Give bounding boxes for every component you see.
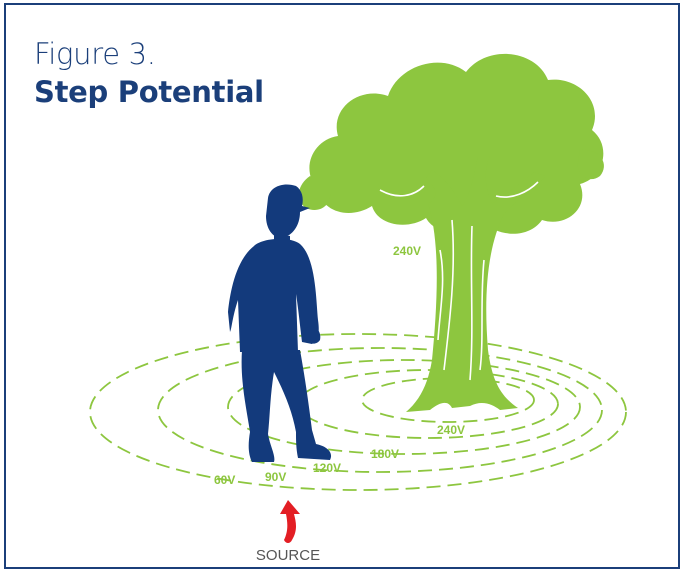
ring-60v xyxy=(89,333,627,491)
source-label: SOURCE xyxy=(256,547,320,564)
up-arrow-icon xyxy=(280,500,300,543)
person-silhouette-icon xyxy=(228,184,332,462)
ring-90v-label: 90V xyxy=(265,470,286,484)
tree-icon xyxy=(298,53,604,412)
figure-title: Step Potential xyxy=(34,75,264,109)
ring-180v-label: 180V xyxy=(371,447,399,461)
ring-90v xyxy=(157,347,603,473)
ring-120v xyxy=(227,359,581,455)
ring-60v-label: 60V xyxy=(214,473,235,487)
tree-voltage-label: 240V xyxy=(393,244,421,258)
ring-240v-label: 240V xyxy=(437,423,465,437)
potential-rings xyxy=(89,333,627,491)
figure-label: Figure 3. xyxy=(34,37,156,71)
ring-120v-label: 120V xyxy=(313,461,341,475)
